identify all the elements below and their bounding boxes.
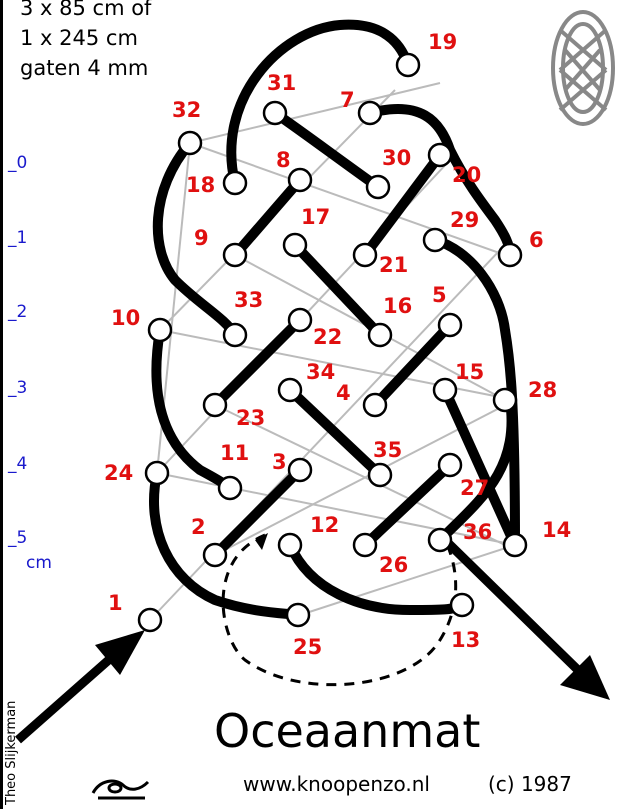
hole-label-35: 35	[373, 440, 402, 461]
hole-label-22: 22	[313, 327, 342, 348]
hole-3	[289, 459, 311, 481]
hole-label-23: 23	[236, 408, 265, 429]
hole-label-27: 27	[460, 478, 489, 499]
hole-label-1: 1	[108, 593, 123, 614]
hole-22	[289, 309, 311, 331]
hole-30	[367, 176, 389, 198]
hole-8	[289, 169, 311, 191]
hole-label-26: 26	[379, 555, 408, 576]
hole-label-28: 28	[528, 380, 557, 401]
hole-label-18: 18	[186, 175, 215, 196]
hole-label-16: 16	[383, 296, 412, 317]
hole-label-9: 9	[194, 228, 209, 249]
logo-icon	[93, 781, 148, 798]
hole-4	[364, 394, 386, 416]
hole-1	[139, 609, 161, 631]
hole-28	[494, 389, 516, 411]
hole-13	[451, 594, 473, 616]
hole-10	[149, 319, 171, 341]
hole-label-33: 33	[234, 290, 263, 311]
hole-26	[354, 534, 376, 556]
hole-label-8: 8	[276, 150, 291, 171]
hole-12	[279, 534, 301, 556]
hole-14	[504, 534, 526, 556]
hole-35	[369, 464, 391, 486]
hole-label-34: 34	[306, 362, 335, 383]
hole-29	[424, 229, 446, 251]
hole-23	[204, 394, 226, 416]
hole-2	[204, 544, 226, 566]
hole-label-2: 2	[191, 517, 206, 538]
hole-label-24: 24	[104, 463, 133, 484]
hole-label-14: 14	[542, 520, 571, 541]
hole-label-13: 13	[451, 630, 480, 651]
mat-thumbnail-icon	[553, 12, 613, 124]
hole-label-6: 6	[529, 230, 544, 251]
hole-label-11: 11	[220, 443, 249, 464]
hole-24	[146, 462, 168, 484]
page-title: Oceaanmat	[214, 708, 480, 754]
hole-9	[224, 244, 246, 266]
hole-label-32: 32	[172, 100, 201, 121]
hole-36	[429, 529, 451, 551]
hole-34	[279, 379, 301, 401]
hole-label-7: 7	[340, 90, 355, 111]
hole-27	[439, 454, 461, 476]
hole-label-36: 36	[463, 522, 492, 543]
hole-label-21: 21	[379, 255, 408, 276]
hole-label-29: 29	[450, 210, 479, 231]
footer-copyright: (c) 1987	[488, 774, 572, 794]
hole-18	[224, 172, 246, 194]
hole-19	[397, 54, 419, 76]
hole-label-15: 15	[455, 362, 484, 383]
hole-label-30: 30	[382, 148, 411, 169]
hole-label-25: 25	[293, 637, 322, 658]
hole-label-19: 19	[428, 32, 457, 53]
hole-15	[434, 379, 456, 401]
hole-33	[224, 324, 246, 346]
hole-17	[284, 234, 306, 256]
hole-16	[369, 324, 391, 346]
hole-21	[354, 244, 376, 266]
hole-label-31: 31	[267, 73, 296, 94]
author-credit: Theo Slijkerman	[4, 701, 19, 805]
hole-label-4: 4	[336, 383, 351, 404]
hole-20	[429, 144, 451, 166]
hole-7	[359, 102, 381, 124]
footer-link[interactable]: www.knoopenzo.nl	[243, 774, 430, 794]
entry-arrow	[18, 650, 120, 740]
hole-25	[287, 604, 309, 626]
hole-6	[499, 244, 521, 266]
hole-31	[264, 102, 286, 124]
hole-label-5: 5	[432, 285, 447, 306]
hole-label-17: 17	[301, 207, 330, 228]
hole-label-10: 10	[111, 308, 140, 329]
hole-label-20: 20	[452, 165, 481, 186]
hole-11	[219, 477, 241, 499]
hole-label-3: 3	[272, 452, 287, 473]
hole-32	[179, 132, 201, 154]
hole-5	[439, 314, 461, 336]
hole-label-12: 12	[310, 515, 339, 536]
